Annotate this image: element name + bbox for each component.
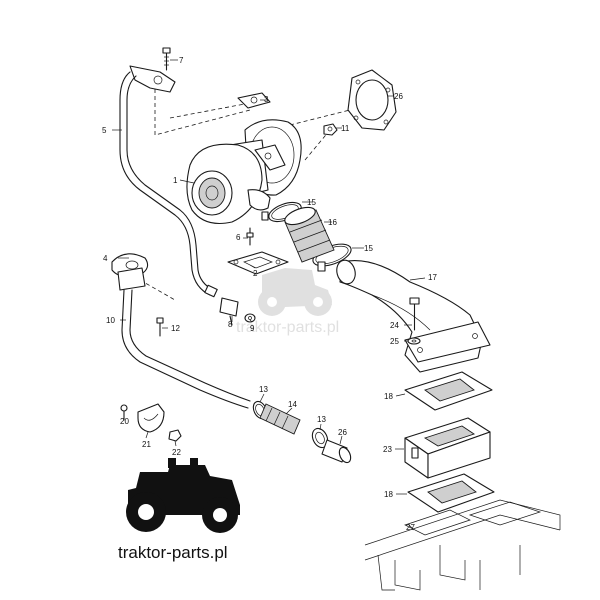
oil-return-pipe-part-10	[117, 267, 251, 409]
callout-9: 9	[250, 324, 255, 333]
callout-15-upper: 15	[307, 198, 316, 207]
tractor-icon	[126, 458, 240, 533]
callout-5: 5	[102, 126, 107, 135]
callout-16: 16	[328, 218, 337, 227]
fitting-part-8	[219, 297, 239, 326]
callout-15-lower: 15	[364, 244, 373, 253]
brand-logo-text: traktor-parts.pl	[118, 543, 228, 562]
callout-20: 20	[120, 417, 129, 426]
callout-7: 7	[179, 56, 184, 65]
bolt-part-24	[409, 297, 420, 331]
callout-18-lower: 18	[384, 490, 393, 499]
hose-part-14	[259, 403, 301, 435]
callout-17: 17	[428, 273, 437, 282]
stud-part-6	[246, 227, 254, 246]
callout-18-upper: 18	[384, 392, 393, 401]
brand-logo: traktor-parts.pl	[118, 458, 240, 562]
bolt-part-7	[162, 47, 171, 71]
callout-25: 25	[390, 337, 399, 346]
heater-block-part-23	[404, 417, 491, 479]
nut-part-11	[323, 123, 338, 136]
watermark: traktor-parts.pl	[236, 268, 339, 336]
nut-part-22	[168, 429, 182, 442]
callout-1: 1	[173, 176, 178, 185]
hose-part-16	[284, 206, 335, 263]
intake-elbow-part-17	[336, 259, 491, 373]
manifold-part-27	[364, 499, 561, 591]
callout-19: 26	[394, 92, 403, 101]
callout-11: 11	[341, 124, 350, 133]
turbocharger-part-1	[186, 119, 302, 225]
oil-feed-pipe-part-5	[119, 65, 218, 298]
watermark-tractor-icon	[258, 268, 332, 316]
callout-26: 26	[338, 428, 347, 437]
gasket-part-19	[347, 69, 397, 131]
callout-8: 8	[228, 320, 233, 329]
callout-10: 10	[106, 316, 115, 325]
gasket-part-18-lower	[407, 473, 495, 513]
callout-13-right: 13	[317, 415, 326, 424]
bolt-part-12	[156, 317, 164, 337]
watermark-text: traktor-parts.pl	[236, 319, 339, 336]
callout-12: 12	[171, 324, 180, 333]
callout-21: 21	[142, 440, 151, 449]
screw-part-20	[120, 404, 128, 421]
clamp-part-13-right	[311, 427, 329, 449]
callout-6: 6	[236, 233, 241, 242]
callout-2: 2	[253, 269, 258, 278]
callout-27: 27	[406, 523, 415, 532]
washer-part-25	[407, 337, 421, 345]
adapter-part-26	[321, 439, 352, 464]
callout-4: 4	[103, 254, 108, 263]
callout-13-left: 13	[259, 385, 268, 394]
callout-22: 22	[172, 448, 181, 457]
callout-14: 14	[288, 400, 297, 409]
bracket-part-21	[137, 403, 165, 433]
washer-part-9	[244, 313, 256, 323]
leader-lines	[112, 59, 426, 531]
callout-24: 24	[390, 321, 399, 330]
callout-labels: 7 5 3 11 26 1 15 16 15 6 2 4 10 12 8 9 1…	[102, 56, 437, 532]
callout-3: 3	[264, 95, 269, 104]
gasket-part-18-upper	[404, 371, 493, 411]
callout-23: 23	[383, 445, 392, 454]
gasket-part-3	[237, 92, 271, 109]
